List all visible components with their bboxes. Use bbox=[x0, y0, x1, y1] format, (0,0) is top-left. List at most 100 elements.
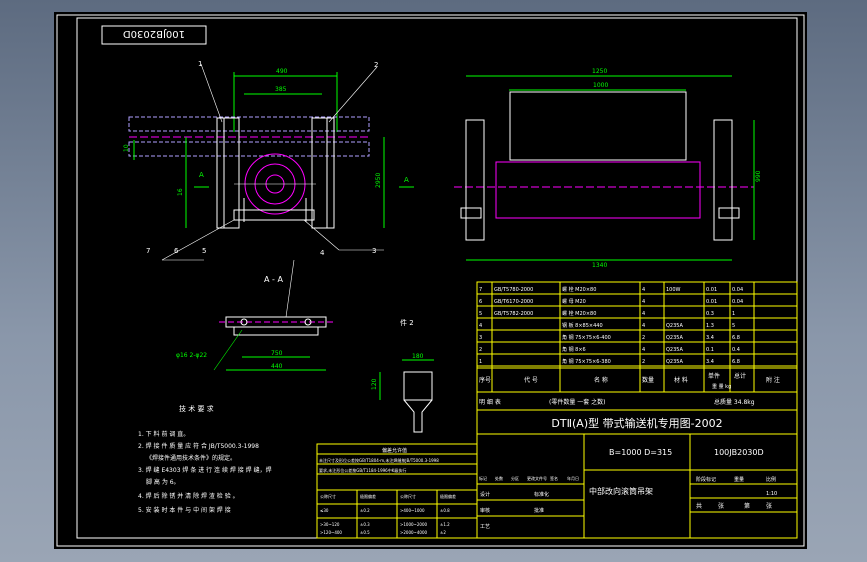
tol-text-1: 未注尺寸及形位公差按GB/T1804-m,未注焊缝按JB/T5000.3-199… bbox=[319, 457, 439, 463]
tol-cell: >120~400 bbox=[320, 530, 342, 535]
bom-cell: 1.3 bbox=[706, 323, 714, 329]
note-2b: 《焊接件通用技术条件》的规定。 bbox=[146, 454, 236, 462]
sheet-current: 第 bbox=[744, 502, 750, 510]
bom-cell: 4 bbox=[642, 311, 645, 317]
bom-cell: 0.01 bbox=[706, 299, 717, 305]
pulley-upper bbox=[509, 91, 687, 161]
dim-750: 750 bbox=[271, 350, 283, 357]
bom-cell: 0.01 bbox=[706, 287, 717, 293]
tol-cell: >2000~4000 bbox=[400, 530, 428, 535]
bom-cell: 0.04 bbox=[732, 299, 743, 305]
tb-left-label: 标记 bbox=[479, 475, 487, 481]
leader-2 bbox=[328, 66, 378, 123]
title-block-frame bbox=[476, 433, 798, 539]
bom-cell: 0.4 bbox=[732, 347, 740, 353]
bom-cell: 螺 栓 M20×80 bbox=[562, 310, 596, 317]
bom-cell: 角 钢 75×75×6-380 bbox=[562, 358, 611, 365]
bom-cell: GB/T5782-2000 bbox=[494, 311, 533, 317]
bom-h-total: 总计 bbox=[734, 372, 746, 380]
tol-text-2: 要求,未注形位公差按GB/T1184-1996中K级执行 bbox=[319, 467, 406, 473]
channel-beam-bottom bbox=[128, 141, 370, 157]
bom-h-qty: 数量 bbox=[642, 376, 654, 384]
bom-h-unit: 单件 bbox=[708, 372, 720, 380]
dim-440: 440 bbox=[271, 363, 283, 370]
leader-1 bbox=[200, 63, 223, 123]
note-4: 4. 焊 后 除 锈 并 清 除 焊 渣 检 验 。 bbox=[138, 492, 239, 500]
tol-cell: ±2 bbox=[440, 530, 446, 535]
bom-cell: 6.8 bbox=[732, 359, 740, 365]
bom-cell: 6 bbox=[479, 299, 482, 305]
notes-title: 技 术 要 求 bbox=[179, 404, 214, 413]
dim-180: 180 bbox=[412, 353, 424, 360]
section-hole bbox=[304, 318, 312, 326]
part-name: 中部改向滚筒吊架 bbox=[589, 486, 653, 496]
tol-title: 偏差允许值 bbox=[382, 447, 407, 454]
tol-cell: >400~1000 bbox=[400, 508, 425, 513]
tb-role: 工艺 bbox=[480, 524, 490, 530]
weight-label: 重量 bbox=[734, 476, 744, 483]
tb-left-label: 分区 bbox=[511, 475, 519, 481]
leader-3 bbox=[303, 219, 340, 251]
balloon-3: 3 bbox=[372, 247, 376, 255]
bom-cell: 1 bbox=[732, 311, 735, 317]
section-label: A - A bbox=[264, 275, 283, 284]
bom-cell: 4 bbox=[479, 323, 482, 329]
note-3: 3. 焊 缝 E4303 焊 条 进 行 连 续 焊 接 焊 缝，焊 bbox=[138, 466, 272, 474]
bom-h-code: 代 号 bbox=[524, 376, 538, 384]
bom-cell: 5 bbox=[732, 323, 735, 329]
bom-cell: 0.1 bbox=[706, 347, 714, 353]
bom-cell: 100W bbox=[666, 287, 681, 293]
tol-cell: 公称尺寸 bbox=[320, 493, 336, 499]
tb-left-label: 更改文件号 bbox=[527, 475, 547, 481]
bom-cell: 4 bbox=[642, 299, 645, 305]
bom-cell: 0.04 bbox=[732, 287, 743, 293]
dim-16: 16 bbox=[177, 188, 184, 196]
bom-cell: 角 钢 75×75×6-400 bbox=[562, 334, 611, 341]
code-stamp-box bbox=[101, 25, 207, 45]
stage-label: 阶段标记 bbox=[696, 476, 716, 483]
part-note-label: 件 2 bbox=[400, 318, 414, 327]
section-mark-right: A bbox=[404, 176, 409, 184]
dim-1000: 1000 bbox=[593, 82, 608, 89]
bom-h-weight: 重 量 kg bbox=[712, 383, 731, 390]
bom-cell: 角 钢 8×6 bbox=[562, 346, 586, 353]
bom-cell: 4 bbox=[642, 287, 645, 293]
tb-left-label: 签名 bbox=[550, 475, 558, 481]
base-plate bbox=[233, 209, 315, 221]
bom-cell: 6.8 bbox=[732, 335, 740, 341]
bom-cell: Q235A bbox=[666, 359, 683, 365]
bom-h-no: 序号 bbox=[479, 376, 491, 384]
tol-cell: >30~120 bbox=[320, 522, 340, 527]
sheet-total: 共 bbox=[696, 502, 702, 510]
bom-cell: 4 bbox=[642, 347, 645, 353]
bom-cell: Q235A bbox=[666, 323, 683, 329]
code-stamp: 100JB2030D bbox=[123, 28, 185, 39]
leader-note bbox=[213, 329, 243, 371]
outer-frame bbox=[56, 14, 805, 547]
front-view: 490 385 10 16 2950 A A bbox=[123, 60, 414, 261]
cad-canvas: 100JB2030D 490 385 10 16 2950 bbox=[56, 14, 805, 547]
channel-beam-top bbox=[128, 116, 370, 132]
pulley-drum bbox=[495, 161, 701, 219]
dim-2950: 2950 bbox=[375, 173, 382, 188]
bom-cell: 3 bbox=[479, 335, 482, 341]
balloon-1: 1 bbox=[198, 60, 202, 68]
balloon-7: 7 bbox=[146, 247, 150, 255]
note-5: 5. 安 装 时 本 件 与 中 间 架 焊 接 bbox=[138, 506, 231, 514]
bom-cell: 3.4 bbox=[706, 359, 714, 365]
tb-std: 标准化 bbox=[534, 491, 549, 498]
tol-cell: ±0.5 bbox=[360, 530, 370, 535]
bom-detail-note: (零件数量 一套 之数) bbox=[549, 398, 606, 406]
left-bearing bbox=[460, 207, 482, 219]
balloon-4: 4 bbox=[320, 249, 325, 257]
bom-cell: Q235A bbox=[666, 347, 683, 353]
side-view: 1250 1000 990 1340 bbox=[454, 68, 762, 269]
code-text: 100JB2030D bbox=[714, 448, 764, 457]
bom-cell: 2 bbox=[642, 359, 645, 365]
drawing-title: DTⅡ(A)型 带式输送机专用图-2002 bbox=[551, 416, 722, 430]
tol-cell: >1000~2000 bbox=[400, 522, 428, 527]
bom-cell: 2 bbox=[642, 335, 645, 341]
tol-cell: ±0.8 bbox=[440, 508, 450, 513]
bom-cell: 3.4 bbox=[706, 335, 714, 341]
